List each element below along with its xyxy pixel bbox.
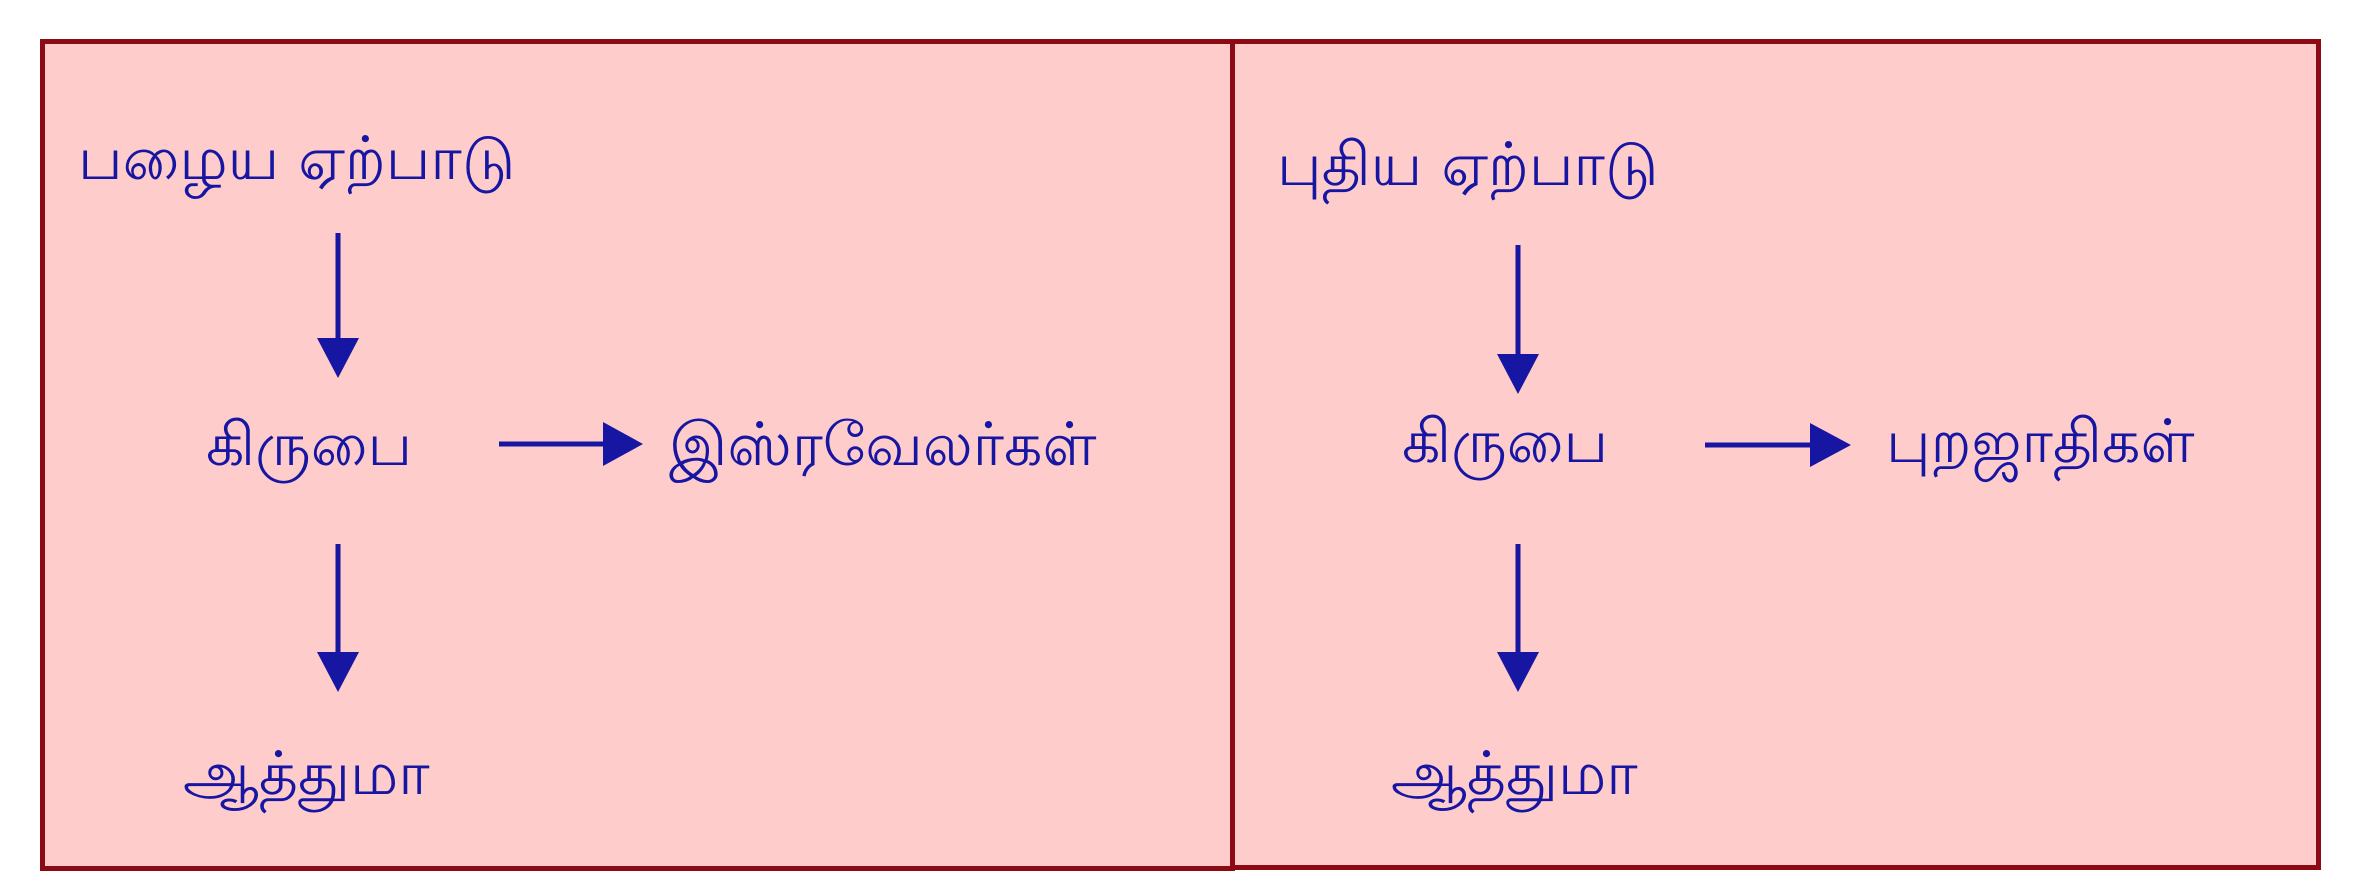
old-covenant-panel bbox=[40, 39, 1235, 871]
right-arrow-down-1 bbox=[1497, 245, 1539, 394]
left-arrow-right bbox=[499, 422, 643, 466]
right-arrow-down-2 bbox=[1497, 544, 1539, 692]
right-soul-label: ஆத்துமா bbox=[1391, 739, 1638, 809]
right-target-label: புறஜாதிகள் bbox=[1886, 407, 2195, 477]
left-target-label: இஸ்ரவேலர்கள் bbox=[669, 410, 1097, 480]
left-title: பழைய ஏற்பாடு bbox=[78, 124, 516, 194]
left-soul-label: ஆத்துமா bbox=[183, 739, 430, 809]
right-grace-label: கிருபை bbox=[1402, 407, 1609, 477]
right-arrow-right bbox=[1705, 423, 1851, 467]
left-grace-label: கிருபை bbox=[206, 410, 413, 480]
new-covenant-panel bbox=[1230, 39, 2321, 870]
right-title: புதிய ஏற்பாடு bbox=[1277, 130, 1659, 200]
left-arrow-down-2 bbox=[317, 544, 359, 692]
left-arrow-down-1 bbox=[317, 233, 359, 378]
